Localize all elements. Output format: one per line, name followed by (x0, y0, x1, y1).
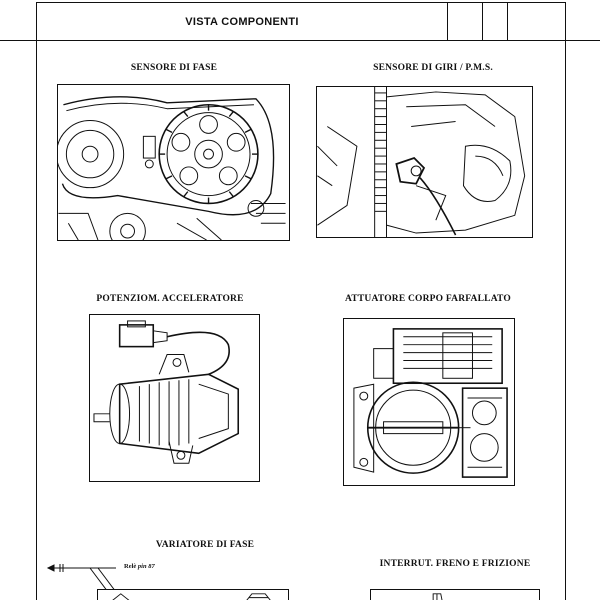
flywheel-sensor-drawing (316, 86, 533, 238)
relay-arrow (46, 562, 118, 593)
relay-pin-text: pin 87 (137, 563, 155, 570)
relay-label: Relè pin 87 (124, 563, 155, 570)
timing-belt-gears-svg (58, 96, 286, 240)
caption-phase-variator: VARIATORE DI FASE (155, 540, 255, 550)
caption-phase-sensor: SENSORE DI FASE (130, 63, 218, 73)
caption-brake-clutch-switch: INTERRUT. FRENO E FRIZIONE (379, 559, 531, 569)
phase-variator-svg (112, 593, 271, 600)
caption-rpm-sensor: SENSORE DI GIRI / P.M.S. (373, 63, 493, 73)
throttle-body-drawing (343, 318, 515, 486)
pedal-switch-svg (432, 593, 443, 600)
header-rule (0, 40, 600, 41)
page-title: VISTA COMPONENTI (185, 16, 299, 28)
relay-label-text: Relè (124, 563, 137, 570)
potentiometer-drawing (89, 314, 260, 482)
potentiometer-svg (93, 320, 240, 464)
page-frame-right (565, 40, 566, 600)
header-divider (447, 3, 448, 41)
flywheel-sensor-svg (317, 87, 526, 237)
header-divider (507, 3, 508, 41)
page-frame-left (36, 40, 37, 600)
header-box: VISTA COMPONENTI (36, 2, 566, 41)
phase-variator-drawing (97, 589, 289, 600)
timing-belt-gears-drawing (57, 84, 290, 241)
relay-arrow-svg (46, 564, 117, 593)
caption-accelerator-pot: POTENZIOM. ACCELERATORE (96, 294, 244, 304)
header-divider (482, 3, 483, 41)
caption-throttle-actuator: ATTUATORE CORPO FARFALLATO (344, 294, 512, 304)
throttle-body-svg (353, 328, 508, 478)
pedal-switch-drawing (370, 589, 540, 600)
